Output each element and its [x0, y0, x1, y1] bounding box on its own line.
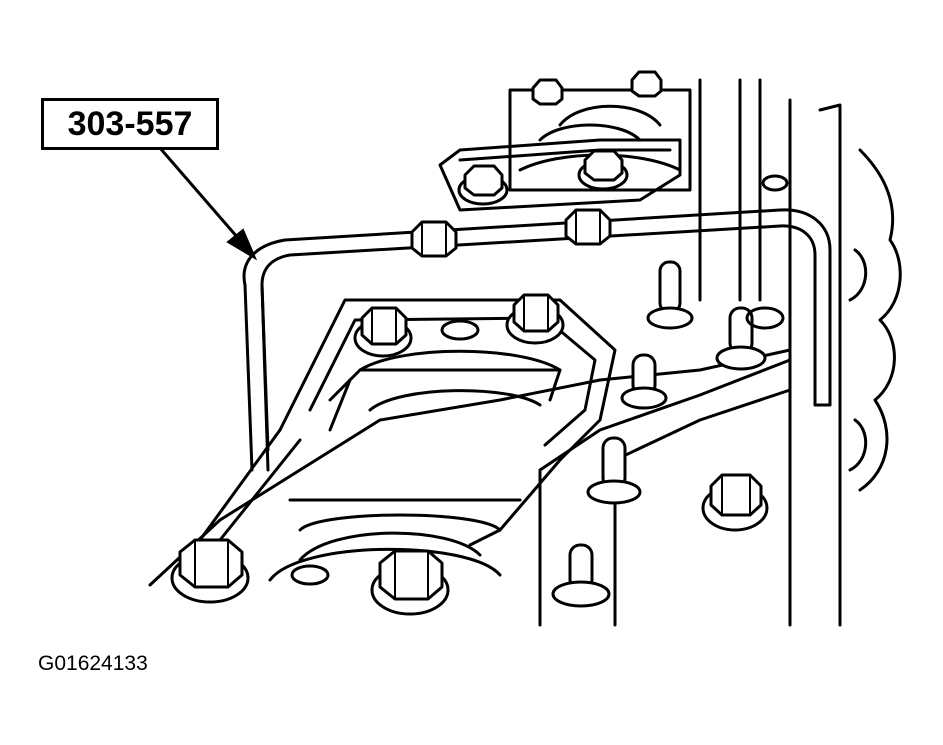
front-bracket-plate — [198, 298, 617, 582]
valve-stems — [551, 260, 767, 608]
bolt — [410, 220, 458, 258]
bolt — [577, 149, 629, 191]
bolt — [531, 78, 564, 106]
figure-id-label: G01624133 — [38, 652, 148, 675]
tool-main-bar — [242, 208, 832, 472]
bolt — [457, 164, 509, 206]
bolt — [370, 549, 450, 616]
journal-arcs — [298, 123, 642, 562]
bolt — [505, 293, 565, 345]
engine-block — [148, 78, 902, 627]
bolt — [630, 70, 663, 98]
bolt — [170, 538, 250, 604]
tool-number-callout: 303-557 — [41, 98, 219, 150]
hole-features — [290, 174, 789, 586]
tool-number-label: 303-557 — [67, 104, 193, 143]
bolt — [353, 306, 413, 358]
bolt — [701, 473, 769, 532]
bolt — [564, 208, 612, 246]
callout-leader-arrow — [158, 146, 258, 261]
hex-bolts — [170, 70, 769, 616]
